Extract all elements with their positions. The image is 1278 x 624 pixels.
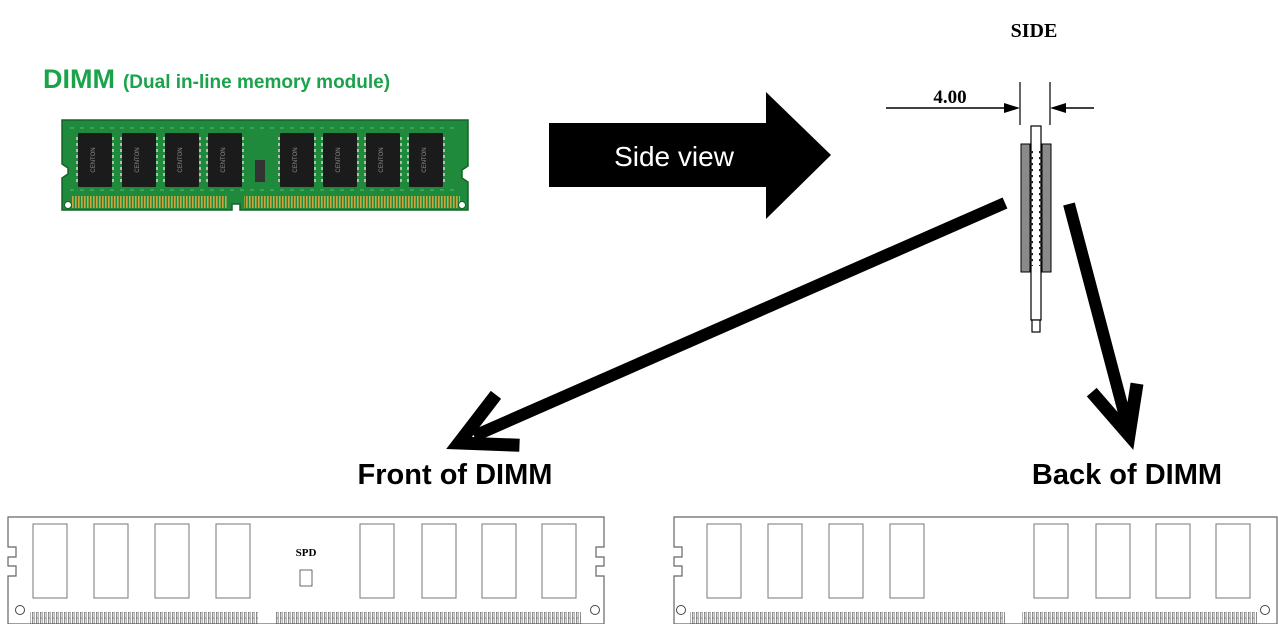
chip-outline xyxy=(32,523,68,599)
chip-outline xyxy=(1215,523,1251,599)
chip-brand: CENTON xyxy=(91,147,97,172)
side-drawing: SIDE 4.00 xyxy=(886,20,1094,333)
chip-brand: CENTON xyxy=(221,147,227,172)
chip-profile-back xyxy=(1041,143,1052,273)
memory-chip: CENTON xyxy=(278,133,316,187)
chip-outline xyxy=(93,523,129,599)
front-caption: Front of DIMM xyxy=(358,459,553,491)
chip-brand: CENTON xyxy=(422,147,428,172)
memory-chip: CENTON xyxy=(364,133,402,187)
chip-outline xyxy=(359,523,395,599)
chip-brand: CENTON xyxy=(135,147,141,172)
memory-chip: CENTON xyxy=(321,133,359,187)
spd-label: SPD xyxy=(296,547,317,559)
gold-contacts-right xyxy=(244,196,460,208)
chip-outline xyxy=(541,523,577,599)
back-caption: Back of DIMM xyxy=(1032,459,1222,491)
chip-outline xyxy=(154,523,190,599)
side-heading: SIDE xyxy=(1011,20,1058,42)
chip-outline xyxy=(1033,523,1069,599)
memory-chip: CENTON xyxy=(76,133,114,187)
chip-outline xyxy=(481,523,517,599)
chip-brand: CENTON xyxy=(336,147,342,172)
gold-contacts-left xyxy=(72,196,228,208)
chip-brand: CENTON xyxy=(379,147,385,172)
chip-outline xyxy=(889,523,925,599)
module-title: DIMM(Dual in-line memory module) xyxy=(43,64,390,94)
chip-brand: CENTON xyxy=(178,147,184,172)
chip-outline xyxy=(828,523,864,599)
chip-brand: CENTON xyxy=(293,147,299,172)
side-view-label: Side view xyxy=(614,141,735,172)
chip-outline xyxy=(767,523,803,599)
chip-outline xyxy=(706,523,742,599)
memory-chip: CENTON xyxy=(407,133,445,187)
memory-chip: CENTON xyxy=(120,133,158,187)
arrow-to-back xyxy=(1063,202,1144,450)
chip-outline xyxy=(215,523,251,599)
chip-outline xyxy=(1095,523,1131,599)
small-component xyxy=(255,160,265,182)
chip-outline xyxy=(421,523,457,599)
arrow-to-front xyxy=(446,197,1008,452)
memory-chip: CENTON xyxy=(206,133,244,187)
chip-profile-front xyxy=(1020,143,1031,273)
front-outline: SPD xyxy=(7,516,605,624)
chip-outline xyxy=(1155,523,1191,599)
back-outline xyxy=(673,516,1278,624)
dimm-photo: CENTON CENTON CENTON CENTON CENTON CENTON CENT… xyxy=(61,119,469,211)
dimension-value: 4.00 xyxy=(933,87,966,108)
spd-chip xyxy=(299,569,313,587)
memory-chip: CENTON xyxy=(163,133,201,187)
side-view-arrow: Side view xyxy=(549,92,831,219)
